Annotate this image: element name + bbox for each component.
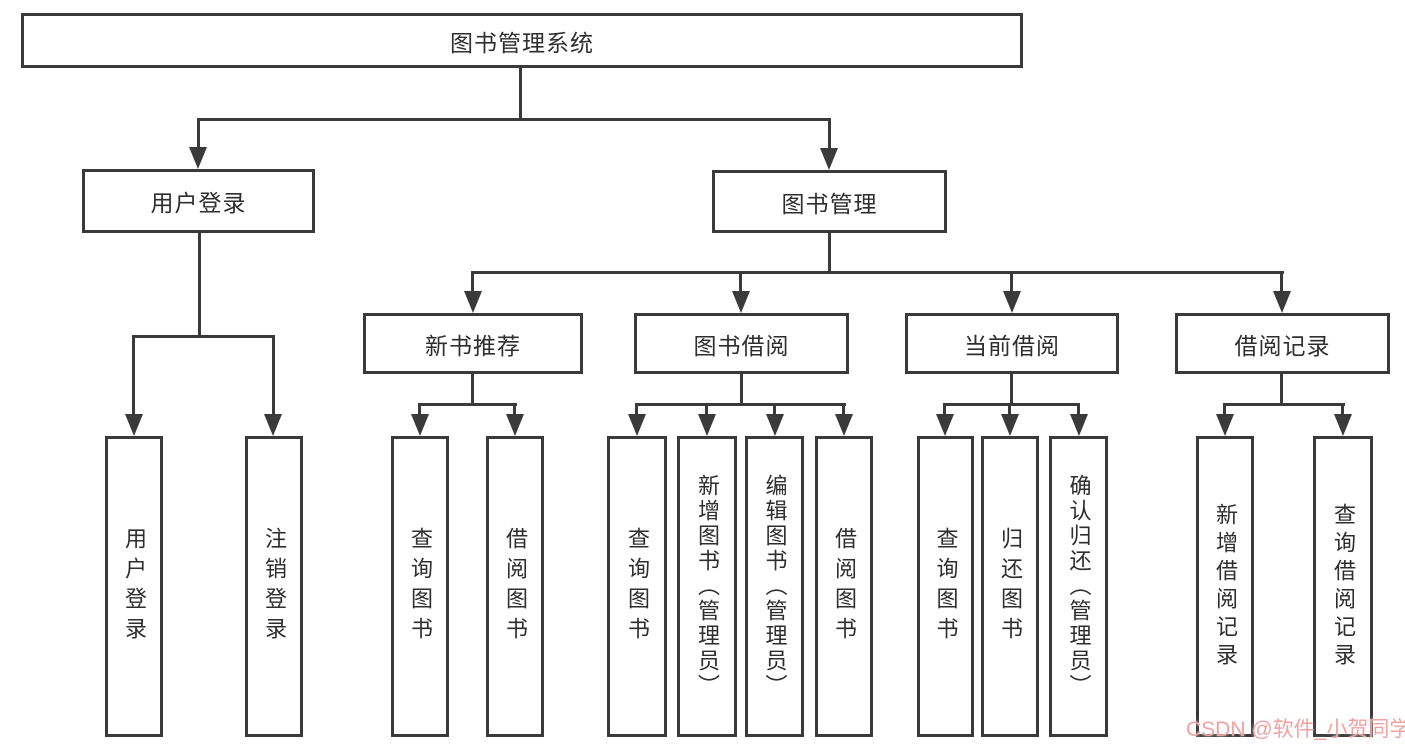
connector-line bbox=[513, 403, 516, 418]
connector-line bbox=[471, 374, 474, 406]
connector-line bbox=[739, 271, 742, 295]
arrowhead-icon bbox=[936, 414, 954, 436]
leaf-query-books-borrowing: 查询图书 bbox=[607, 436, 667, 737]
leaf-label: 编辑图书（管理员） bbox=[762, 474, 788, 699]
connector-line bbox=[1223, 403, 1226, 418]
arrowhead-icon bbox=[698, 414, 716, 436]
connector-line bbox=[1008, 403, 1011, 418]
node-borrowing-records: 借阅记录 bbox=[1175, 313, 1390, 374]
connector-line bbox=[635, 403, 638, 418]
leaf-label: 新增借阅记录 bbox=[1213, 502, 1238, 671]
leaf-label: 查询图书 bbox=[408, 526, 433, 647]
leaf-label: 借阅图书 bbox=[503, 526, 528, 647]
node-current-borrowing-label: 当前借阅 bbox=[964, 332, 1060, 359]
leaf-label: 新增图书（管理员） bbox=[695, 474, 720, 699]
leaf-borrow-books: 借阅图书 bbox=[815, 436, 873, 737]
leaf-label: 查询图书 bbox=[625, 526, 650, 647]
connector-line bbox=[1010, 271, 1013, 295]
node-new-book-recommend-label: 新书推荐 bbox=[425, 332, 521, 359]
leaf-label: 借阅图书 bbox=[832, 526, 857, 647]
leaf-return-books: 归还图书 bbox=[981, 436, 1039, 737]
node-book-management-label: 图书管理 bbox=[781, 190, 878, 217]
node-root-label: 图书管理系统 bbox=[450, 29, 594, 56]
leaf-label: 确认归还（管理员） bbox=[1066, 474, 1092, 699]
connector-line bbox=[773, 403, 776, 418]
connector-line bbox=[1341, 403, 1344, 418]
node-borrowing-records-label: 借阅记录 bbox=[1234, 332, 1331, 359]
connector-line bbox=[943, 403, 946, 418]
node-user-login: 用户登录 bbox=[82, 169, 315, 233]
leaf-borrow-books-recommend: 借阅图书 bbox=[486, 436, 544, 737]
connector-line bbox=[418, 403, 421, 418]
connector-line bbox=[471, 271, 474, 295]
arrowhead-icon bbox=[464, 291, 482, 313]
leaf-logout: 注销登录 bbox=[245, 436, 303, 737]
connector-line bbox=[272, 335, 275, 417]
leaf-label: 注销登录 bbox=[262, 526, 287, 647]
arrowhead-icon bbox=[628, 414, 646, 436]
arrowhead-icon bbox=[264, 414, 282, 436]
leaf-edit-books-admin: 编辑图书（管理员） bbox=[745, 436, 804, 737]
leaf-add-borrow-record: 新增借阅记录 bbox=[1196, 436, 1254, 737]
leaf-add-books-admin: 新增图书（管理员） bbox=[677, 436, 737, 737]
leaf-user-login: 用户登录 bbox=[105, 436, 163, 737]
leaf-query-books-recommend: 查询图书 bbox=[391, 436, 449, 737]
arrowhead-icon bbox=[411, 414, 429, 436]
arrowhead-icon bbox=[1070, 414, 1088, 436]
connector-line bbox=[418, 403, 517, 406]
arrowhead-icon bbox=[1003, 291, 1021, 313]
connector-line bbox=[635, 403, 846, 406]
connector-line bbox=[132, 335, 135, 417]
connector-line bbox=[197, 118, 200, 150]
connector-line bbox=[1223, 403, 1345, 406]
connector-line bbox=[197, 118, 831, 121]
leaf-label: 用户登录 bbox=[122, 526, 147, 647]
node-book-management: 图书管理 bbox=[712, 170, 947, 233]
node-new-book-recommend: 新书推荐 bbox=[363, 313, 583, 374]
arrowhead-icon bbox=[125, 414, 143, 436]
arrowhead-icon bbox=[732, 291, 750, 313]
arrowhead-icon bbox=[189, 147, 207, 169]
arrowhead-icon bbox=[1273, 291, 1291, 313]
arrowhead-icon bbox=[835, 414, 853, 436]
connector-line bbox=[1077, 403, 1080, 418]
leaf-confirm-return-admin: 确认归还（管理员） bbox=[1049, 436, 1108, 737]
connector-line bbox=[519, 68, 522, 118]
node-user-login-label: 用户登录 bbox=[150, 190, 247, 216]
arrowhead-icon bbox=[506, 414, 524, 436]
leaf-label: 查询借阅记录 bbox=[1331, 502, 1356, 671]
arrowhead-icon bbox=[1334, 414, 1352, 436]
connector-line bbox=[1010, 374, 1013, 406]
node-current-borrowing: 当前借阅 bbox=[905, 313, 1119, 374]
connector-line bbox=[1280, 374, 1283, 406]
leaf-label: 查询图书 bbox=[933, 526, 959, 647]
leaf-query-borrow-record: 查询借阅记录 bbox=[1313, 436, 1373, 737]
csdn-watermark: CSDN @软件_小贺同学 bbox=[1186, 718, 1405, 741]
connector-line bbox=[828, 233, 831, 274]
node-root: 图书管理系统 bbox=[21, 13, 1023, 68]
connector-line bbox=[198, 233, 201, 338]
connector-line bbox=[705, 403, 708, 418]
connector-line bbox=[943, 403, 1080, 406]
connector-line bbox=[842, 403, 845, 418]
connector-line bbox=[828, 118, 831, 150]
arrowhead-icon bbox=[1216, 414, 1234, 436]
connector-line bbox=[471, 271, 1284, 274]
node-book-borrowing-label: 图书借阅 bbox=[693, 332, 790, 359]
arrowhead-icon bbox=[820, 148, 838, 170]
leaf-label: 归还图书 bbox=[998, 526, 1023, 647]
leaf-query-books-current: 查询图书 bbox=[917, 436, 974, 737]
connector-line bbox=[133, 335, 275, 338]
arrowhead-icon bbox=[1001, 414, 1019, 436]
connector-line bbox=[1280, 271, 1283, 295]
node-book-borrowing: 图书借阅 bbox=[634, 313, 849, 374]
arrowhead-icon bbox=[766, 414, 784, 436]
connector-line bbox=[740, 374, 743, 406]
